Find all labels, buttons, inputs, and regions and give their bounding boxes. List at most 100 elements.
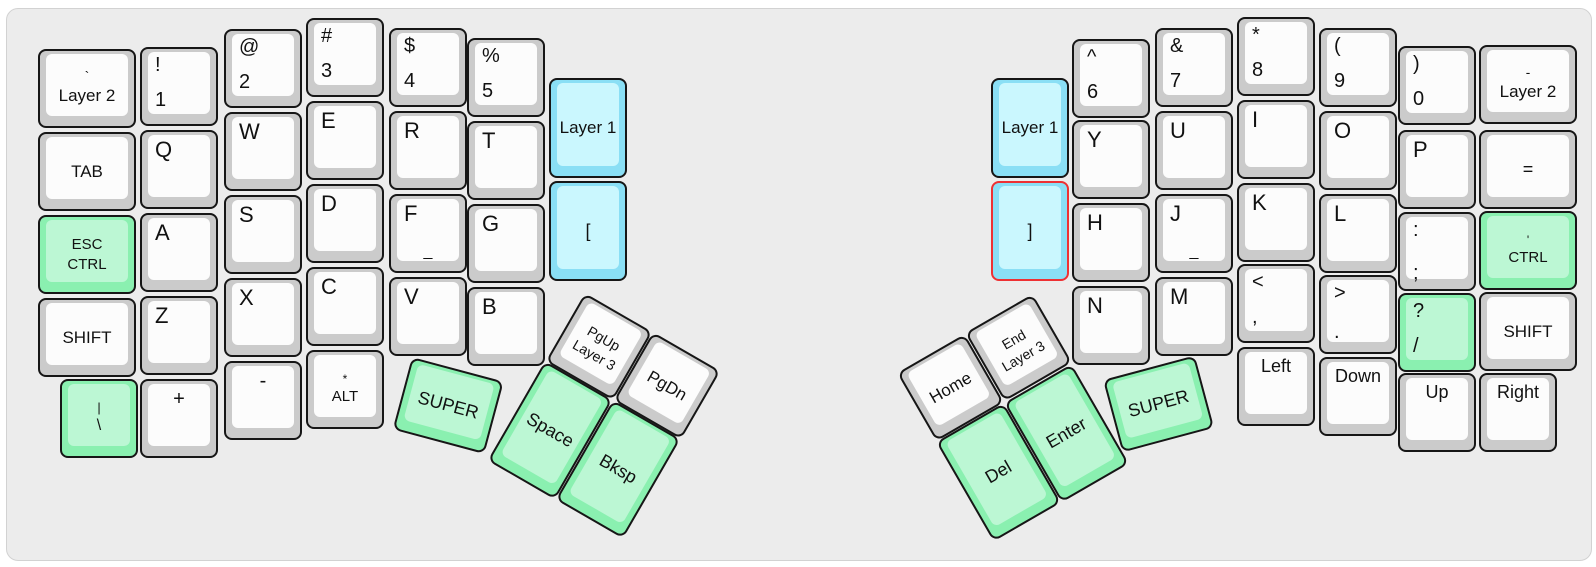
- key-u[interactable]: U: [1155, 111, 1233, 190]
- key-0[interactable]: )0: [1398, 46, 1476, 125]
- key-j[interactable]: J_: [1155, 194, 1233, 273]
- key-minus-layer2[interactable]: -Layer 2: [1479, 45, 1577, 124]
- keytop: [1163, 199, 1225, 261]
- key-g[interactable]: G: [467, 204, 545, 283]
- key-legends: 'CTRL: [1481, 213, 1575, 288]
- key-label-primary: PgDn: [643, 366, 691, 405]
- key-label-primary: |: [97, 400, 101, 416]
- key-i[interactable]: I: [1237, 100, 1315, 179]
- key-layer1-left[interactable]: Layer 1: [549, 78, 627, 178]
- key-3[interactable]: #3: [306, 18, 384, 97]
- keytop: [1406, 378, 1468, 440]
- key-arrow-down[interactable]: Down: [1319, 357, 1397, 436]
- keytop: [1080, 208, 1142, 270]
- key-label-primary: Del: [981, 456, 1016, 488]
- key-label-primary: @: [239, 36, 260, 58]
- key-9[interactable]: (9: [1319, 28, 1397, 107]
- key-grave-layer2[interactable]: `Layer 2: [38, 49, 136, 128]
- key-s[interactable]: S: [224, 195, 302, 274]
- key-q[interactable]: Q: [140, 130, 218, 209]
- key-h[interactable]: H: [1072, 203, 1150, 282]
- key-period[interactable]: >.: [1319, 275, 1397, 354]
- key-e[interactable]: E: [306, 101, 384, 180]
- key-label-primary: SUPER: [415, 387, 481, 423]
- key-a[interactable]: A: [140, 213, 218, 292]
- key-legends: G: [469, 206, 543, 281]
- key-legends: P: [1400, 132, 1474, 207]
- key-quote-ctrl[interactable]: 'CTRL: [1479, 211, 1577, 290]
- keytop: [148, 52, 210, 114]
- key-4[interactable]: $4: [389, 28, 467, 107]
- key-c[interactable]: C: [306, 267, 384, 346]
- key-label-primary: Space: [523, 408, 578, 452]
- key-legends: SHIFT: [1481, 294, 1575, 369]
- key-label-primary: =: [1522, 159, 1534, 180]
- key-label-primary: C: [321, 274, 337, 299]
- key-pipe-backslash[interactable]: |\: [60, 379, 138, 458]
- key-v[interactable]: V: [389, 277, 467, 356]
- key-m[interactable]: M: [1155, 277, 1233, 356]
- key-y[interactable]: Y: [1072, 120, 1150, 199]
- key-r[interactable]: R: [389, 111, 467, 190]
- key-t[interactable]: T: [467, 121, 545, 200]
- key-d[interactable]: D: [306, 184, 384, 263]
- key-tab[interactable]: TAB: [38, 132, 136, 211]
- key-label-secondary: 2: [239, 71, 251, 93]
- key-label-primary: #: [321, 25, 333, 47]
- key-w[interactable]: W: [224, 112, 302, 191]
- key-z[interactable]: Z: [140, 296, 218, 375]
- key-1[interactable]: !1: [140, 47, 218, 126]
- key-legends: (9: [1321, 30, 1395, 105]
- key-legends: Down: [1321, 359, 1395, 434]
- key-layer1-right[interactable]: Layer 1: [991, 78, 1069, 178]
- key-legends: V: [391, 279, 465, 354]
- key-k[interactable]: K: [1237, 183, 1315, 262]
- key-7[interactable]: &7: [1155, 28, 1233, 107]
- key-legends: Up: [1400, 375, 1474, 450]
- key-arrow-right[interactable]: Right: [1479, 373, 1557, 452]
- keytop: [232, 283, 294, 345]
- keytop: [1406, 135, 1468, 197]
- key-semicolon[interactable]: :;: [1398, 212, 1476, 291]
- key-5[interactable]: %5: [467, 38, 545, 117]
- key-rbracket[interactable]: ]: [991, 181, 1069, 281]
- keytop: [1080, 125, 1142, 187]
- key-label-secondary: ALT: [331, 387, 359, 405]
- key-legends: Layer 1: [993, 80, 1067, 176]
- key-label-secondary: 1: [155, 89, 167, 111]
- key-legends: E: [308, 103, 382, 178]
- key-legends: I: [1239, 102, 1313, 177]
- key-question[interactable]: ?/: [1398, 293, 1476, 372]
- key-arrow-left[interactable]: Left: [1237, 347, 1315, 426]
- key-plus[interactable]: +: [140, 379, 218, 458]
- key-label-primary: ^: [1087, 46, 1097, 68]
- key-p[interactable]: P: [1398, 130, 1476, 209]
- key-label-secondary: 9: [1334, 70, 1346, 92]
- key-lbracket[interactable]: [: [549, 181, 627, 281]
- key-6[interactable]: ^6: [1072, 39, 1150, 118]
- key-legends: [: [551, 183, 625, 279]
- key-label-primary: O: [1334, 118, 1352, 143]
- key-shift-left[interactable]: SHIFT: [38, 298, 136, 377]
- key-2[interactable]: @2: [224, 29, 302, 108]
- key-equals[interactable]: =: [1479, 130, 1577, 209]
- key-8[interactable]: *8: [1237, 17, 1315, 96]
- key-o[interactable]: O: [1319, 111, 1397, 190]
- keytop: [314, 189, 376, 251]
- keytop: [148, 218, 210, 280]
- key-f[interactable]: F_: [389, 194, 467, 273]
- key-l[interactable]: L: [1319, 194, 1397, 273]
- key-comma[interactable]: <,: [1237, 264, 1315, 343]
- keytop: [1245, 352, 1307, 414]
- key-x[interactable]: X: [224, 278, 302, 357]
- key-label-primary: L: [1334, 201, 1347, 226]
- key-minus[interactable]: -: [224, 361, 302, 440]
- key-shift-right[interactable]: SHIFT: [1479, 292, 1577, 371]
- key-arrow-up[interactable]: Up: [1398, 373, 1476, 452]
- key-n[interactable]: N: [1072, 286, 1150, 365]
- key-label-primary: SHIFT: [1503, 321, 1553, 341]
- key-b[interactable]: B: [467, 287, 545, 366]
- key-label-primary: M: [1170, 284, 1189, 309]
- key-alt[interactable]: *ALT: [306, 350, 384, 429]
